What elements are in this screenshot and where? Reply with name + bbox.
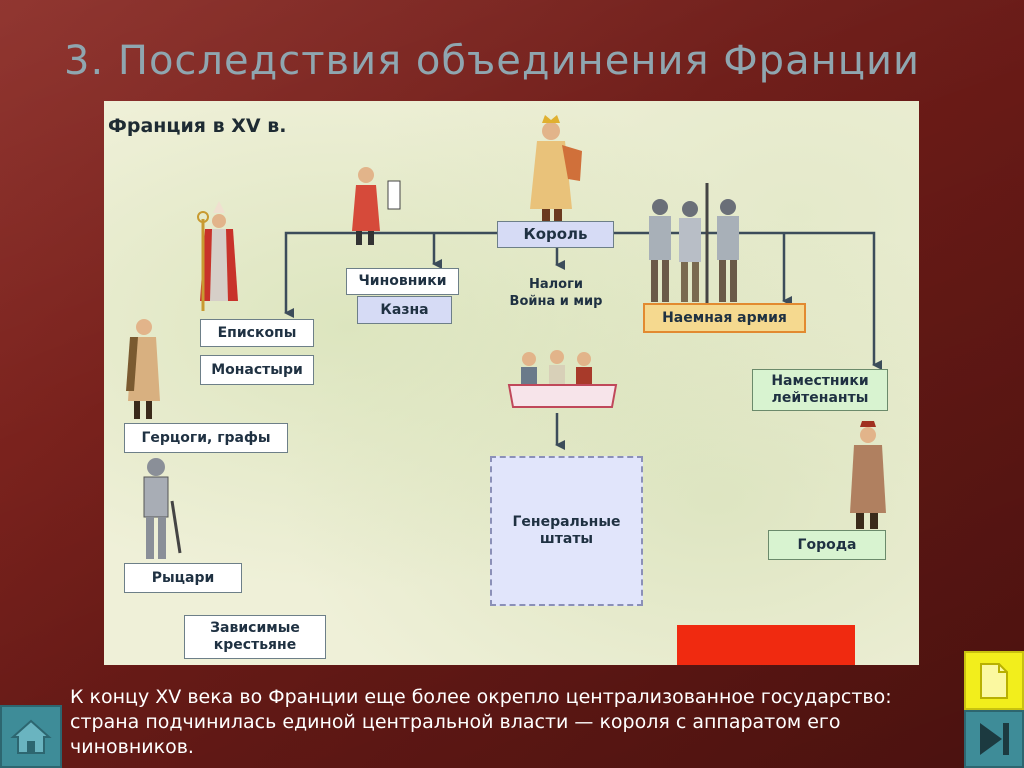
node-estates-general: Генеральные штаты (490, 456, 643, 606)
label-war-peace: Война и мир (509, 294, 603, 309)
knight-figure-icon (143, 458, 182, 559)
duke-figure-icon (126, 319, 160, 419)
official-figure-icon (352, 167, 401, 245)
king-figure-icon (530, 115, 582, 221)
document-button[interactable] (964, 651, 1024, 710)
home-button[interactable] (0, 705, 62, 768)
node-governors-line1: Наместники (771, 373, 869, 389)
soldiers-figure-icon (649, 183, 739, 306)
node-estates-line2: штаты (539, 531, 594, 547)
document-icon (980, 662, 1008, 699)
slide-caption: К концу XV века во Франции еще более окр… (70, 686, 892, 758)
label-taxes: Налоги (528, 277, 583, 292)
node-governors-line2: лейтенанты (771, 390, 869, 406)
node-peasants: Зависимые крестьяне (184, 615, 326, 659)
node-treasury: Казна (357, 296, 452, 324)
node-officials: Чиновники (346, 268, 459, 295)
node-army: Наемная армия (643, 303, 806, 333)
diagram-panel: Франция в XV в. Король Чиновники Казна Е… (104, 101, 919, 665)
node-peasants-line2: крестьяне (213, 637, 297, 653)
red-highlight-block (677, 625, 855, 665)
line-king-left (284, 231, 497, 318)
slide-title: 3. Последствия объединения Франции (64, 38, 920, 84)
node-knights: Рыцари (124, 563, 242, 593)
next-slide-icon (980, 723, 1009, 755)
townsman-figure-icon (850, 421, 886, 529)
node-peasants-line1: Зависимые (210, 620, 300, 636)
node-governors: Наместники лейтенанты (752, 369, 888, 411)
node-cities: Города (768, 530, 886, 560)
node-estates-line1: Генеральные (512, 514, 621, 530)
node-monasteries: Монастыри (200, 355, 314, 385)
next-slide-button[interactable] (964, 710, 1024, 768)
council-table-icon (507, 350, 618, 408)
home-icon (10, 719, 52, 754)
node-king: Король (497, 221, 614, 248)
node-bishops: Епископы (200, 319, 314, 347)
node-dukes: Герцоги, графы (124, 423, 288, 453)
figures-layer (126, 115, 886, 559)
diagram-title: Франция в XV в. (108, 115, 287, 137)
bishop-figure-icon (197, 201, 238, 311)
